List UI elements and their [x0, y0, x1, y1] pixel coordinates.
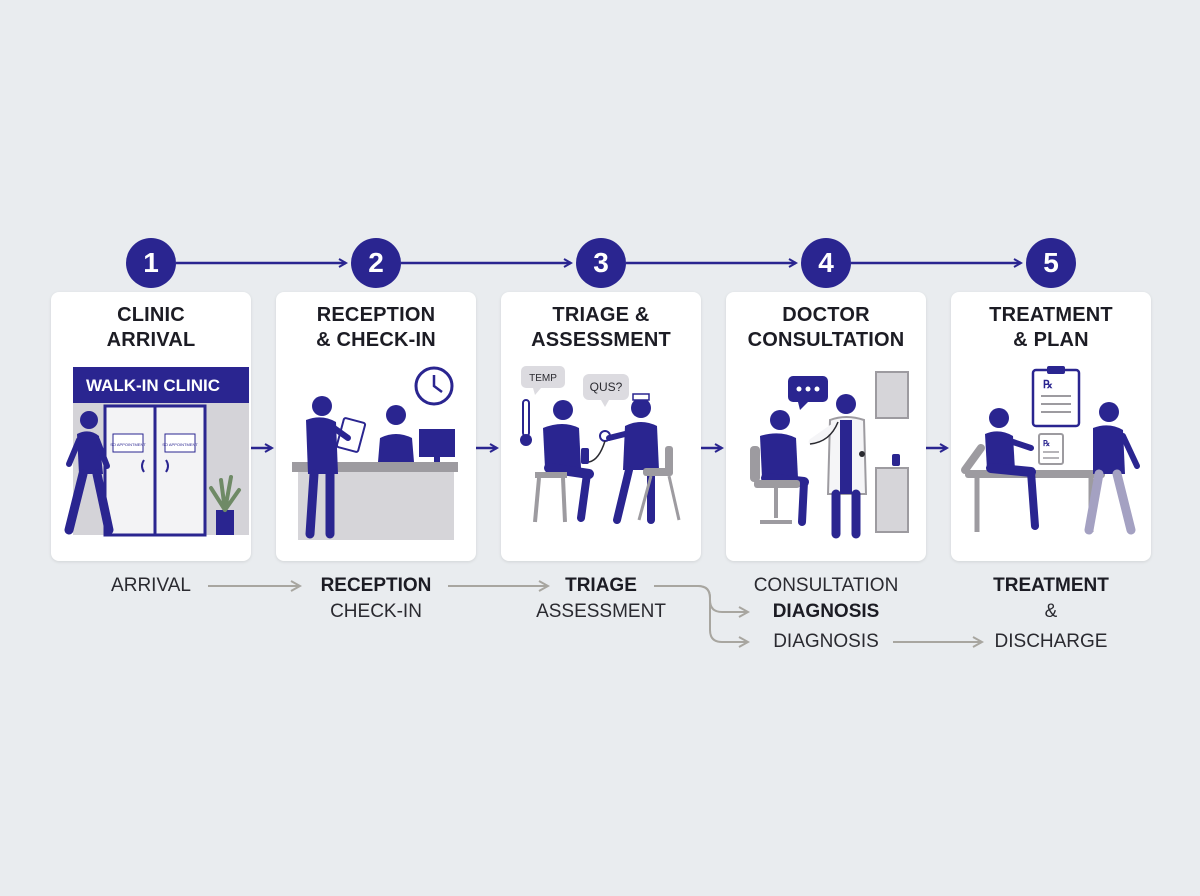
flow-label-assessment: ASSESSMENT	[536, 601, 666, 622]
clock-icon	[414, 366, 454, 406]
treatment-plan-icon: ℞ ℞	[961, 366, 1140, 535]
svg-text:℞: ℞	[1043, 439, 1050, 448]
nurse-triage-icon: TEMP QUS?	[520, 366, 681, 524]
walk-in-sign: WALK-IN CLINIC	[86, 376, 220, 395]
rx-note-icon: ℞	[1038, 433, 1064, 465]
door-sign-right: SO APPOINTMENT	[162, 442, 198, 447]
speech-bubble-temp: TEMP	[529, 373, 557, 384]
door-sign-left: SO APPOINTMENT	[110, 442, 146, 447]
reception-desk-icon	[292, 366, 458, 540]
card-title: TREATMENT & PLAN	[989, 304, 1113, 351]
step-card-arrival: CLINIC ARRIVAL WALK-IN CLINIC SO APPOINT…	[51, 292, 251, 561]
flow-arrow-to-diagnosis	[697, 585, 748, 612]
doctor-consultation-icon	[750, 371, 909, 539]
prescription-clipboard-icon: ℞	[1031, 366, 1081, 428]
card-title: TRIAGE & ASSESSMENT	[531, 304, 671, 351]
card-title: CLINIC ARRIVAL	[106, 304, 196, 351]
chat-bubble-icon	[788, 376, 828, 410]
speech-bubble-question: QUS?	[590, 380, 623, 394]
flow-label-diagnosis: DIAGNOSIS	[773, 631, 879, 652]
card-title: DOCTOR CONSULTATION	[747, 304, 905, 351]
flow-label-arrival: ARRIVAL	[111, 575, 191, 596]
flow-label-treatment: TREATMENT	[993, 575, 1109, 596]
step-number-badge: 5	[1026, 238, 1076, 288]
step-card-reception: RECEPTION & CHECK-IN	[276, 292, 476, 561]
svg-text:℞: ℞	[1043, 379, 1053, 391]
step-card-treatment: TREATMENT & PLAN ℞ ℞	[951, 292, 1151, 561]
flow-label-reception: RECEPTION	[320, 575, 432, 596]
flow-label-check-in: CHECK-IN	[330, 601, 422, 622]
step-number-badge: 3	[576, 238, 626, 288]
step-card-consultation: DOCTOR CONSULTATION	[726, 292, 926, 561]
flow-label-ampersand: &	[1044, 601, 1058, 622]
flow-label-triage: TRIAGE	[565, 575, 637, 596]
flow-label-discharge: DISCHARGE	[994, 631, 1108, 652]
step-card-triage: TRIAGE & ASSESSMENT TEMP QUS?	[501, 292, 701, 561]
step-number-badge: 2	[351, 238, 401, 288]
flow-label-diagnosis-bold: DIAGNOSIS	[772, 601, 880, 622]
flow-label-consultation: CONSULTATION	[753, 575, 899, 596]
thermometer-icon	[520, 399, 532, 446]
card-title: RECEPTION & CHECK-IN	[316, 304, 436, 351]
step-number-badge: 4	[801, 238, 851, 288]
step-number-badge: 1	[126, 238, 176, 288]
walking-patient-icon: WALK-IN CLINIC SO APPOINTMENT SO APPOINT…	[64, 367, 249, 537]
